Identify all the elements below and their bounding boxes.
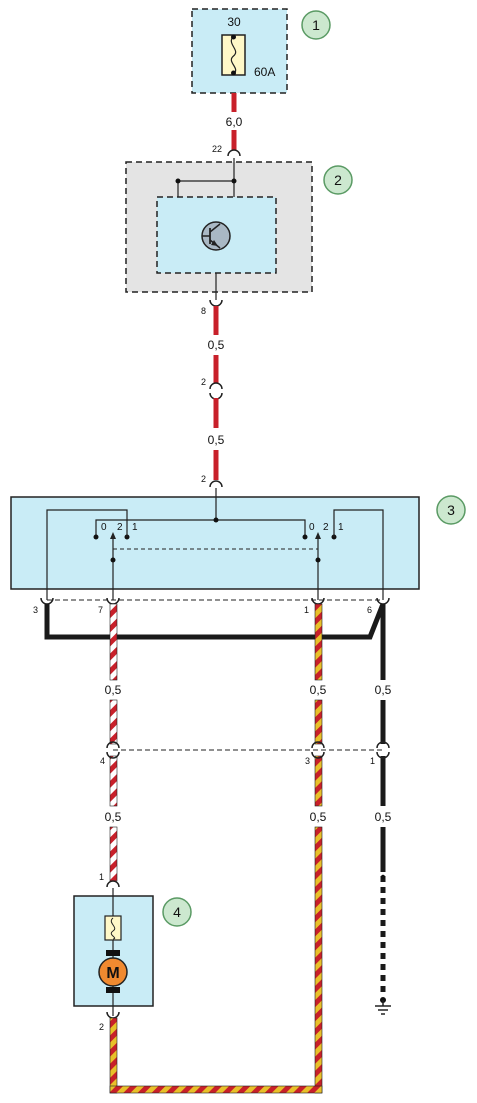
svg-text:1: 1 [338,522,344,533]
motor-return-wire [109,1017,323,1094]
motor-fuse-icon [104,915,122,941]
svg-text:2: 2 [117,522,123,533]
pin-motor-2: 2 [99,1022,104,1032]
svg-text:2: 2 [323,522,329,533]
pin-conn-1: 1 [370,756,375,766]
wire-size-left-lower: 0,5 [105,810,122,824]
switch-connector: 3 7 1 6 [33,597,390,615]
svg-text:1: 1 [312,17,320,33]
ground-loop-wire [44,603,386,640]
wire-size-right-upper: 0,5 [375,683,392,697]
pin-connector-mid: 2 [201,377,206,387]
wire-size-relay-1: 0,5 [208,338,225,352]
wire-size-right-lower: 0,5 [375,810,392,824]
fuse-terminal-label: 30 [227,15,241,29]
main-feed-wire: 6,0 22 [212,93,243,157]
wire-size-left-upper: 0,5 [105,683,122,697]
wire-size-main: 6,0 [226,115,243,129]
pin-relay-in: 22 [212,144,222,154]
transistor-icon [201,221,231,251]
svg-text:4: 4 [173,904,181,920]
pin-switch-7: 7 [98,605,103,615]
fuse-icon [221,34,246,76]
callout-3: 3 [436,495,466,525]
pin-switch-in: 2 [201,474,206,484]
relay-2 [125,158,313,300]
fuse-box-1: 30 60A [191,8,288,94]
pin-motor-1: 1 [99,872,104,882]
svg-text:3: 3 [447,502,455,518]
motor-icon [98,957,128,987]
relay-output-wire: 8 0,5 2 0,5 2 [201,299,225,488]
callout-4: 4 [162,897,192,927]
switch-block-3: 0 2 1 0 2 1 [10,488,420,600]
svg-text:0: 0 [309,522,315,533]
middle-connector: 4 3 1 [100,741,390,766]
pin-conn-4: 4 [100,756,105,766]
pin-switch-3: 3 [33,605,38,615]
wire-size-mid-lower: 0,5 [310,810,327,824]
svg-text:2: 2 [334,172,342,188]
wire-size-relay-2: 0,5 [208,433,225,447]
svg-text:0: 0 [101,522,107,533]
ground-icon [375,1000,391,1015]
motor-box-4: 1 M 2 [73,872,154,1032]
pin-switch-6: 6 [367,605,372,615]
pin-relay-out: 8 [201,306,206,316]
left-wire-red-white: 0,5 0,5 [105,603,122,882]
motor-label: M [106,965,119,982]
fuse-rating: 60A [254,65,275,79]
callout-2: 2 [323,165,353,195]
right-wire-black: 0,5 0,5 [375,604,392,1015]
callout-1: 1 [301,10,331,40]
svg-text:1: 1 [132,522,138,533]
wire-size-mid-upper: 0,5 [310,683,327,697]
middle-wire-red-yellow: 0,5 0,5 [310,603,327,1094]
pin-switch-1: 1 [304,605,309,615]
pin-conn-3: 3 [305,756,310,766]
